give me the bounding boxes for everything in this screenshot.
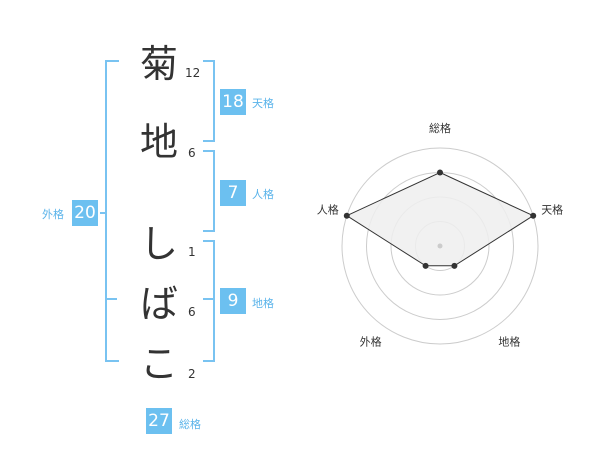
stroke-count-3: 1 <box>188 245 196 259</box>
radar-axis-label: 天格 <box>541 203 563 217</box>
name-char-5: こ <box>140 342 179 386</box>
radar-point <box>530 212 537 219</box>
chikaku-bracket <box>203 240 215 362</box>
gaikaku-bracket-connector <box>100 212 107 214</box>
radar-data-polygon <box>345 171 535 267</box>
radar-ring <box>341 147 539 345</box>
radar-point <box>343 212 350 219</box>
stroke-count-2: 6 <box>188 146 196 160</box>
radar-points <box>343 169 537 269</box>
jinkaku-value-badge: 7 <box>220 180 246 206</box>
gaikaku-bracket <box>105 60 119 362</box>
name-char-3: し <box>140 222 179 266</box>
soukaku-label: 総格 <box>179 418 201 431</box>
radar-center-dot <box>437 243 443 249</box>
chikaku-label: 地格 <box>252 297 274 310</box>
gaikaku-value-badge: 20 <box>72 200 98 226</box>
tenkaku-label: 天格 <box>252 97 274 110</box>
stroke-count-5: 2 <box>188 367 196 381</box>
radar-point <box>437 169 443 176</box>
chikaku-value-badge: 9 <box>220 288 246 314</box>
radar-point <box>422 262 429 269</box>
name-char-4: ば <box>140 282 179 326</box>
jinkaku-label: 人格 <box>252 188 274 201</box>
soukaku-value-badge: 27 <box>146 408 172 434</box>
radar-axis-label: 地格 <box>498 335 520 349</box>
tenkaku-value-badge: 18 <box>220 89 246 115</box>
radar-axis-label: 総格 <box>429 121 451 135</box>
stroke-count-4: 6 <box>188 305 196 319</box>
stroke-count-1: 12 <box>185 66 201 80</box>
jinkaku-bracket <box>203 150 215 232</box>
radar-point <box>451 262 458 269</box>
chikaku-bracket-tick <box>203 298 213 300</box>
tenkaku-bracket <box>203 60 215 142</box>
radar-axis-label: 人格 <box>317 203 339 217</box>
name-char-1: 菊 <box>140 42 179 86</box>
name-char-2: 地 <box>140 120 179 164</box>
radar-axis-label: 外格 <box>360 335 382 349</box>
gaikaku-bracket-tick <box>105 298 117 300</box>
gaikaku-label: 外格 <box>42 208 64 221</box>
